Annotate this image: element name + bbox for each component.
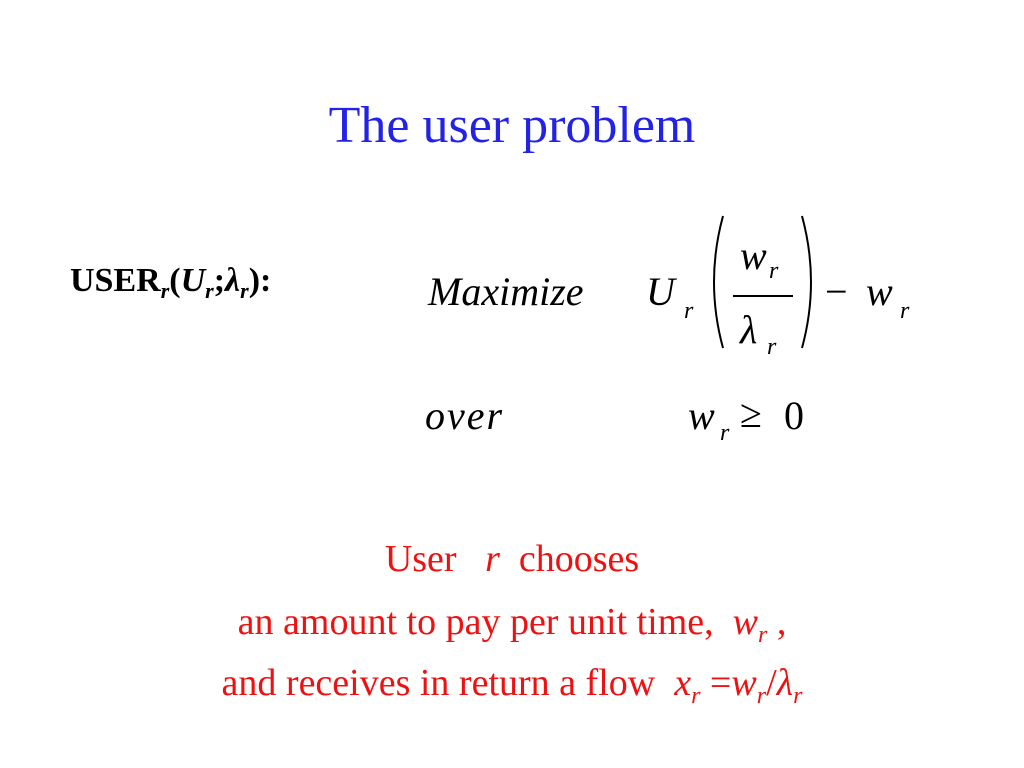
- caption-line-1: User r chooses: [0, 540, 1024, 578]
- label-u: U: [180, 262, 206, 299]
- label-lambda: λ: [225, 262, 241, 299]
- label-semicolon: ;: [213, 262, 226, 299]
- caption-receives: and receives in return a flow: [221, 662, 656, 704]
- label-prefix: USER: [70, 262, 161, 299]
- slide-title: The user problem: [328, 97, 696, 154]
- caption-user: User: [384, 538, 457, 580]
- caption-line-3: and receives in return a flow xr =wr/λr: [0, 662, 1024, 708]
- caption-w2-sub: r: [756, 683, 767, 709]
- caption-w2: w: [731, 662, 757, 704]
- user-problem-label: USERr(Ur;λr):: [70, 262, 272, 303]
- caption-x-sub: r: [691, 683, 701, 709]
- constraint-zero: 0: [784, 393, 804, 438]
- caption-x: x: [674, 662, 692, 704]
- fraction-denominator-sub: r: [767, 334, 777, 360]
- caption-lambda-sub: r: [793, 683, 803, 709]
- caption-slash: /: [766, 662, 777, 704]
- objective-u-sub: r: [684, 298, 694, 324]
- over-word: over: [425, 393, 505, 438]
- objective-w: w: [866, 269, 893, 314]
- label-sub-r2: r: [205, 278, 214, 303]
- fraction-numerator-sub: r: [769, 258, 779, 284]
- objective-u: U: [646, 269, 675, 314]
- caption-lambda: λ: [776, 662, 794, 704]
- caption-chooses: chooses: [518, 538, 640, 580]
- fraction-denominator-lambda: λ: [740, 307, 758, 352]
- fraction-numerator-w: w: [740, 233, 767, 278]
- caption-comma: ,: [776, 601, 787, 643]
- constraint-w-sub: r: [720, 420, 730, 446]
- left-paren-icon: [713, 215, 724, 349]
- label-open: (: [169, 262, 181, 299]
- minus-sign: −: [825, 269, 848, 314]
- label-sub-r: r: [160, 278, 170, 303]
- caption-w: w: [732, 601, 758, 643]
- objective-w-sub: r: [900, 298, 910, 324]
- right-paren-icon: [801, 215, 812, 349]
- caption-w-sub: r: [757, 622, 768, 648]
- caption-line-2: an amount to pay per unit time, wr ,: [0, 601, 1024, 647]
- geq-sign: ≥: [740, 391, 762, 436]
- caption-r: r: [485, 538, 500, 580]
- constraint-w: w: [688, 393, 715, 438]
- fraction-bar: [733, 295, 793, 297]
- caption-equals: =: [709, 662, 732, 704]
- label-sub-r3: r: [240, 278, 249, 303]
- label-close: ):: [248, 262, 272, 299]
- maximize-word: Maximize: [428, 269, 584, 314]
- caption-amount: an amount to pay per unit time,: [237, 601, 714, 643]
